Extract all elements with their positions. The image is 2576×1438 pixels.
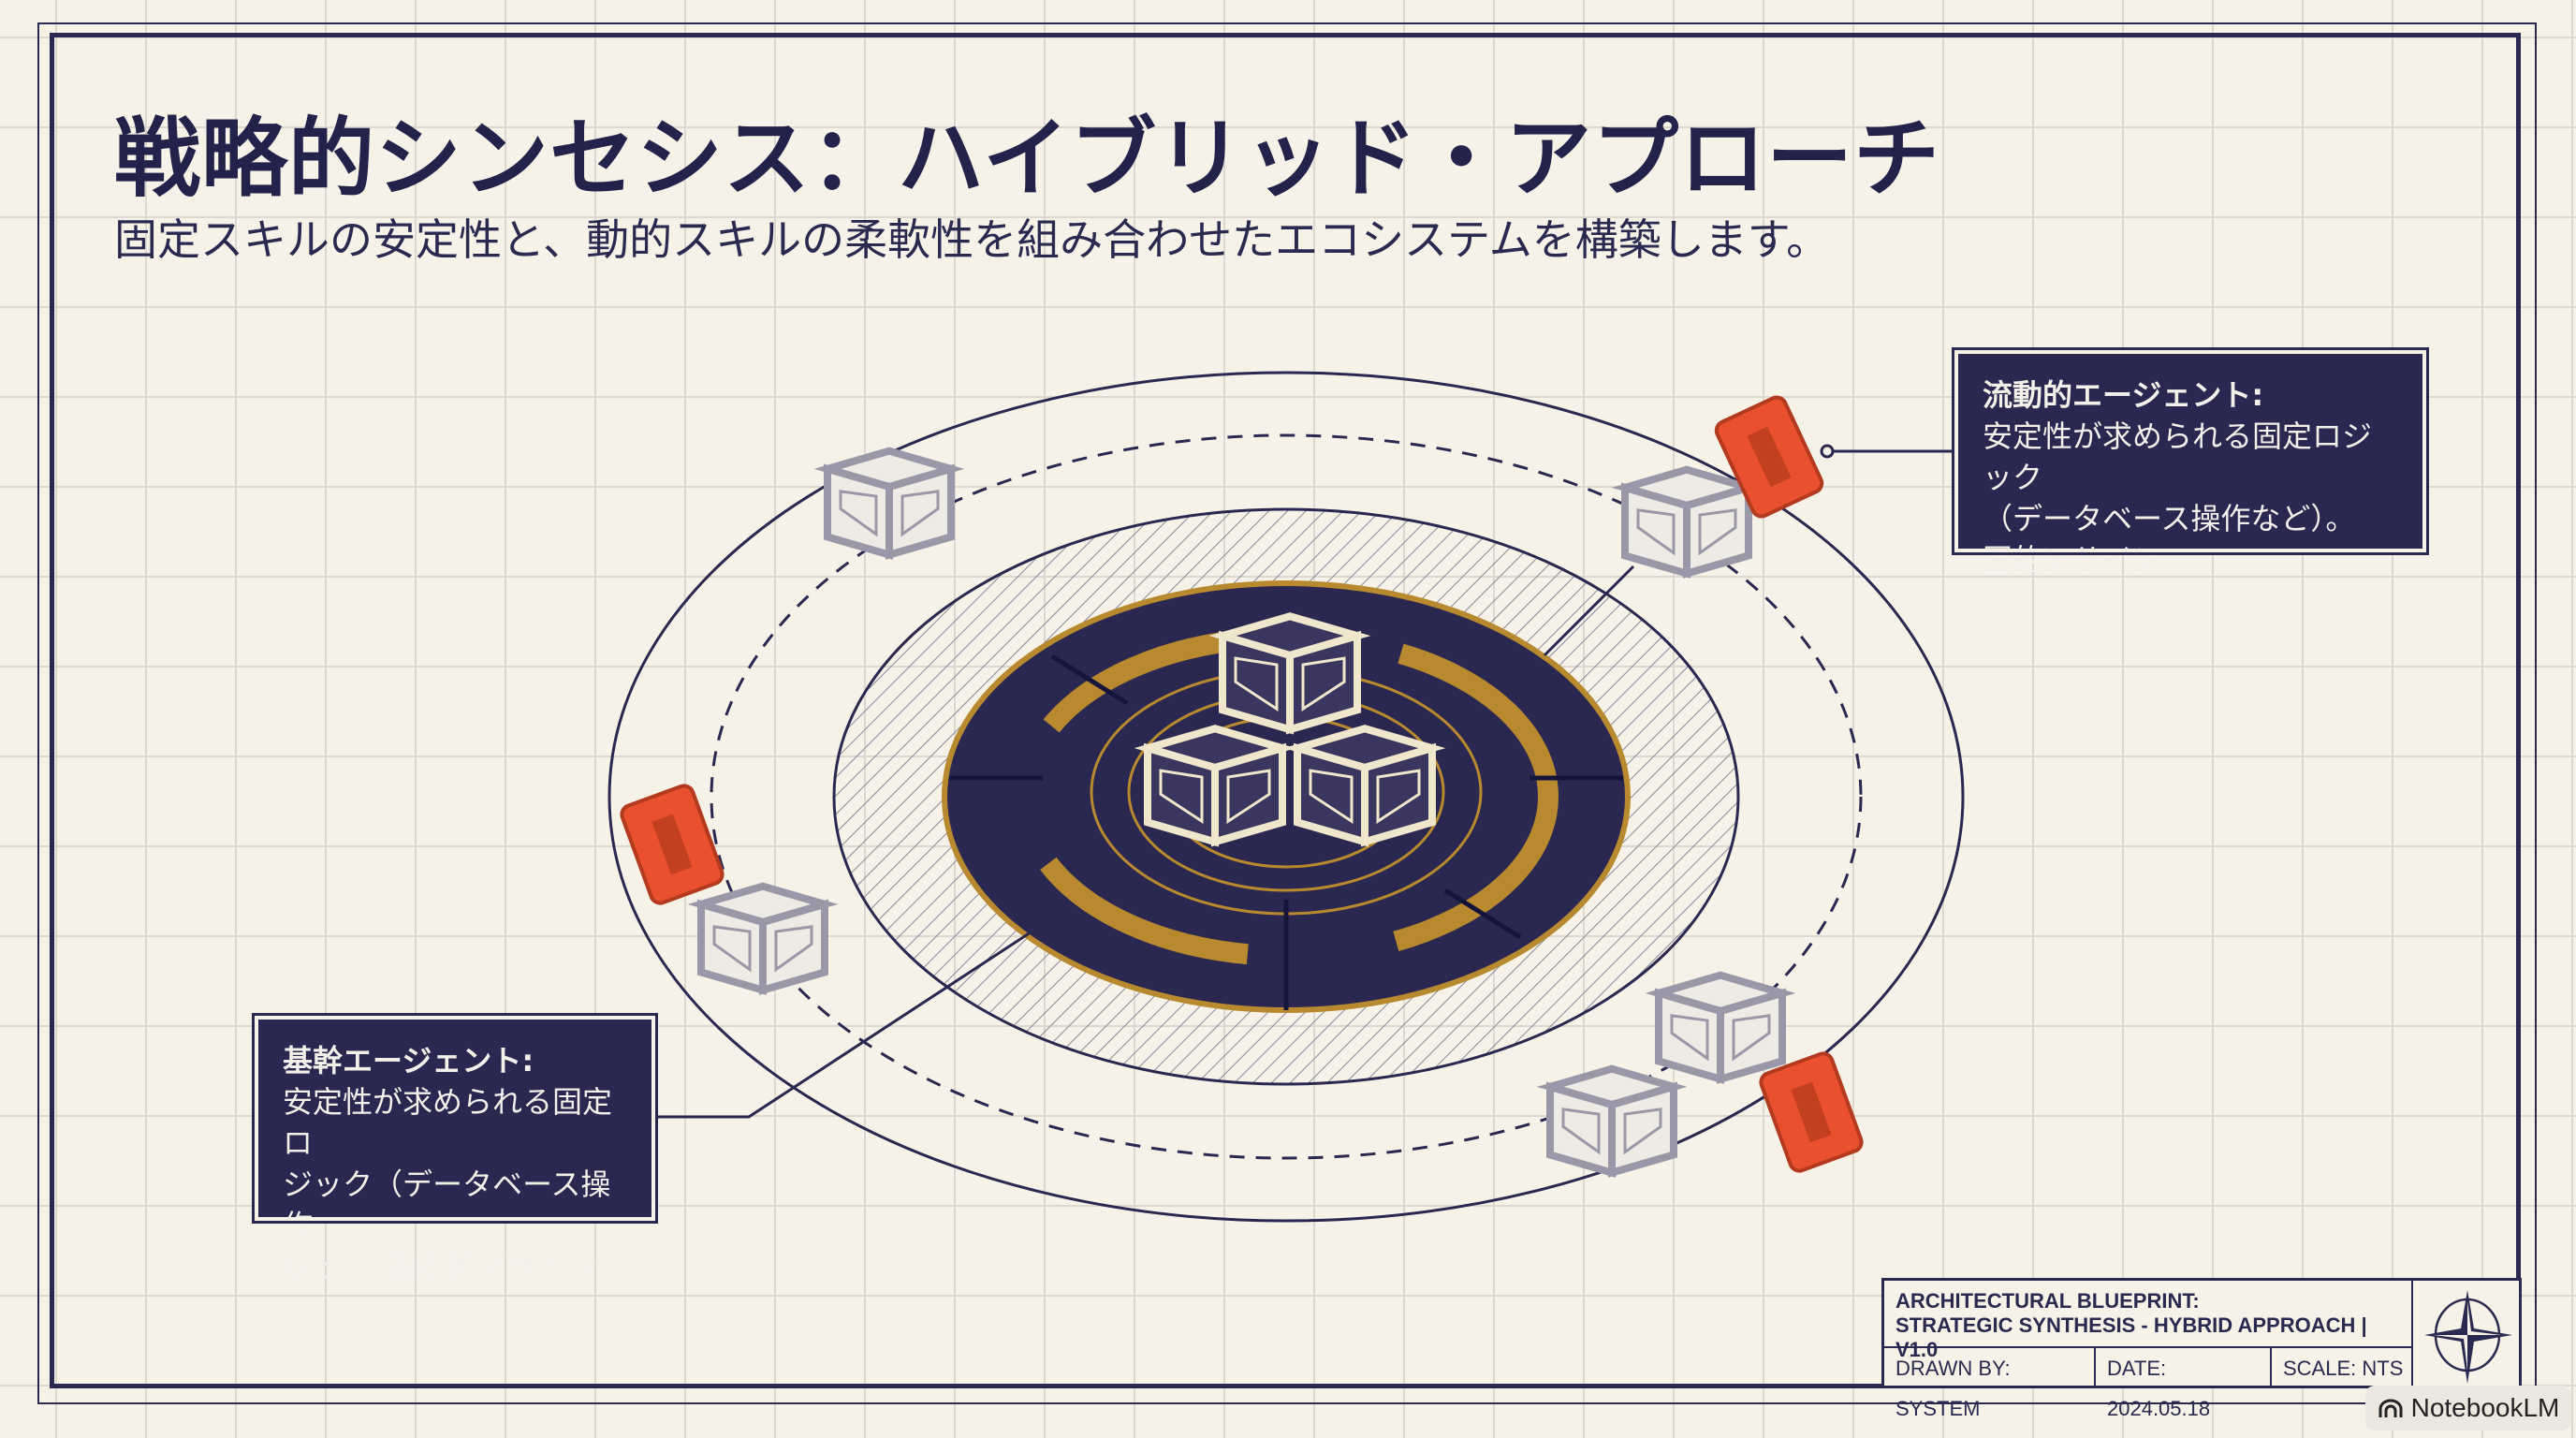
title-block-line1: ARCHITECTURAL BLUEPRINT: [1895,1289,2200,1313]
cube-inner [1376,769,1421,824]
cube-inner [774,925,813,973]
callout-line: 固的アサイン。 [1983,542,2191,578]
cube-right [759,899,828,995]
cube-inner [1226,769,1271,824]
cube-inner [712,925,752,973]
cube-inner [900,490,940,537]
disc-divider [1050,653,1129,706]
cube-left [697,899,767,995]
cube-right [1717,988,1786,1084]
outer-cube [687,882,839,995]
arrow-line [1543,565,1635,657]
cube-left [824,463,893,560]
title-block-line2: STRATEGIC SYNTHESIS - HYBRID APPROACH | … [1895,1313,2367,1361]
cube-right [1286,630,1361,735]
callout-core-agent: 基幹エージェント: 安定性が求められる固定ロ ジック（データベース操作 など）。… [252,1013,658,1284]
cube-left [1655,988,1724,1084]
date: DATE: 2024.05.18 [2096,1348,2272,1420]
cube-inner [1732,1014,1771,1062]
outer-cube [1611,465,1763,579]
cube-left [1294,742,1368,847]
red-connector [620,784,724,905]
callout-line: ジック（データベース操作 [283,1167,611,1243]
compass-star-icon [2424,1290,2512,1384]
leader-left [655,925,1040,1119]
cube-inner [1561,1108,1601,1155]
title-block-heading: ARCHITECTURAL BLUEPRINT: STRATEGIC SYNTH… [1884,1281,2413,1361]
cube-inner [839,490,878,537]
outer-frame [37,22,2537,1404]
cube-inner [1670,1014,1709,1062]
cube-left [1621,482,1690,579]
outer-orbit [607,371,1965,1223]
connector-slot [1747,426,1792,488]
outer-cube [1536,1064,1688,1178]
leader-dot [1820,444,1835,459]
cube-inner [1309,769,1354,824]
watermark-label: NotebookLM [2410,1393,2560,1422]
cube-right [1683,482,1752,579]
callout-heading: 基幹エージェント: [283,1043,534,1078]
red-connector [1759,1051,1864,1173]
connector-slot [1791,1081,1832,1143]
cube-inner [1698,508,1737,556]
core-cube [1134,725,1296,847]
callout-line: など）。固定的アサイン。 [283,1249,626,1284]
cube-right [1361,742,1436,847]
cube-right [1608,1081,1677,1178]
page-subtitle: 固定スキルの安定性と、動的スキルの柔軟性を組み合わせたエコシステムを構築します。 [114,214,1830,265]
callout-line: （データベース操作など）。 [1983,501,2356,536]
cube-left [1144,742,1219,847]
dashed-orbit [710,433,1863,1160]
outer-cube [813,447,965,560]
callout-line: 安定性が求められる固定ロ [283,1084,613,1161]
core-cube [1208,612,1371,735]
cube-right [1211,742,1286,847]
core-cube [1283,725,1446,847]
cube-inner [1636,508,1676,556]
cube-inner [1623,1108,1662,1155]
title-block: ARCHITECTURAL BLUEPRINT: STRATEGIC SYNTH… [1881,1278,2522,1420]
cube-left [1219,630,1294,735]
connector-slot [651,814,693,875]
gold-arc-ring [1014,627,1559,966]
cube-inner [1301,656,1346,712]
page-title: 戦略的シンセシス：ハイブリッド・アプローチ [114,109,1941,209]
callout-line: 安定性が求められる固定ロジック [1983,418,2373,495]
cube-inner [1159,769,1204,824]
drawn-by: DRAWN BY: SYSTEM [1884,1348,2096,1420]
cube-right [886,463,955,560]
notebooklm-watermark: NotebookLM [2365,1386,2571,1431]
callout-fluid-agent: 流動的エージェント: 安定性が求められる固定ロジック （データベース操作など）。… [1952,347,2429,578]
callout-heading: 流動的エージェント: [1983,377,2264,413]
inner-frame [50,33,2521,1388]
disc-divider [1443,888,1522,940]
cube-left [1546,1081,1616,1178]
red-connector [1714,395,1824,519]
cube-inner [1234,656,1279,712]
outer-cube [1645,971,1796,1084]
scale: SCALE: NTS [2272,1348,2413,1388]
notebooklm-logo-icon [2378,1399,2403,1417]
